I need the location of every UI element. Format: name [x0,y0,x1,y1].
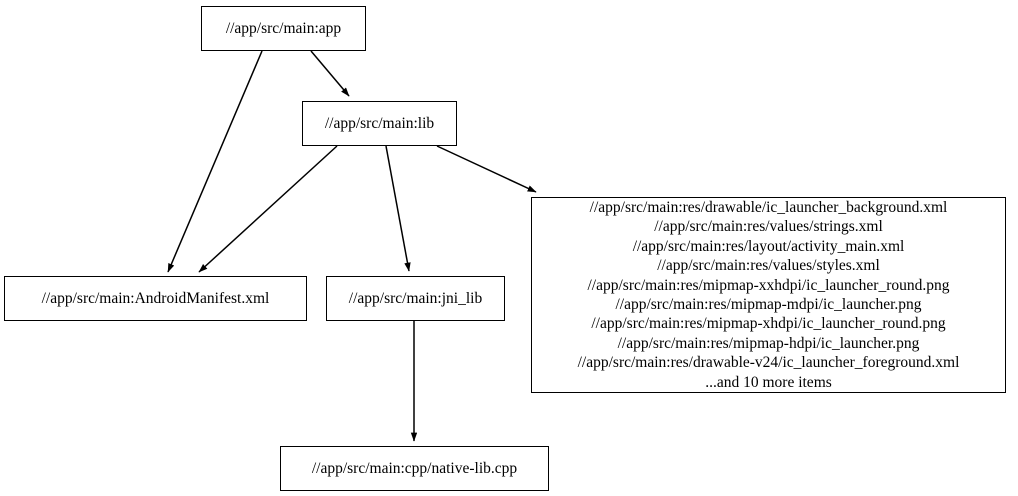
node-resource-group[interactable]: //app/src/main:res/drawable/ic_launcher_… [531,197,1006,393]
node-lib-label: //app/src/main:lib [324,114,435,132]
edge-lib-to-res [436,145,537,193]
node-native-lib-cpp-label: //app/src/main:cpp/native-lib.cpp [311,459,518,477]
node-android-manifest[interactable]: //app/src/main:AndroidManifest.xml [4,276,307,321]
edge-app-to-lib [310,50,350,97]
edge-app-to-manifest [167,50,263,273]
node-app[interactable]: //app/src/main:app [201,6,366,51]
node-resource-group-label: //app/src/main:res/drawable/ic_launcher_… [577,198,960,391]
node-jni-lib-label: //app/src/main:jni_lib [348,289,483,307]
node-android-manifest-label: //app/src/main:AndroidManifest.xml [41,289,270,307]
node-lib[interactable]: //app/src/main:lib [302,101,457,146]
edge-lib-to-jni [385,145,411,272]
edge-lib-to-manifest [198,145,338,273]
node-app-label: //app/src/main:app [225,19,342,37]
node-jni-lib[interactable]: //app/src/main:jni_lib [326,276,505,321]
node-native-lib-cpp[interactable]: //app/src/main:cpp/native-lib.cpp [280,446,549,491]
